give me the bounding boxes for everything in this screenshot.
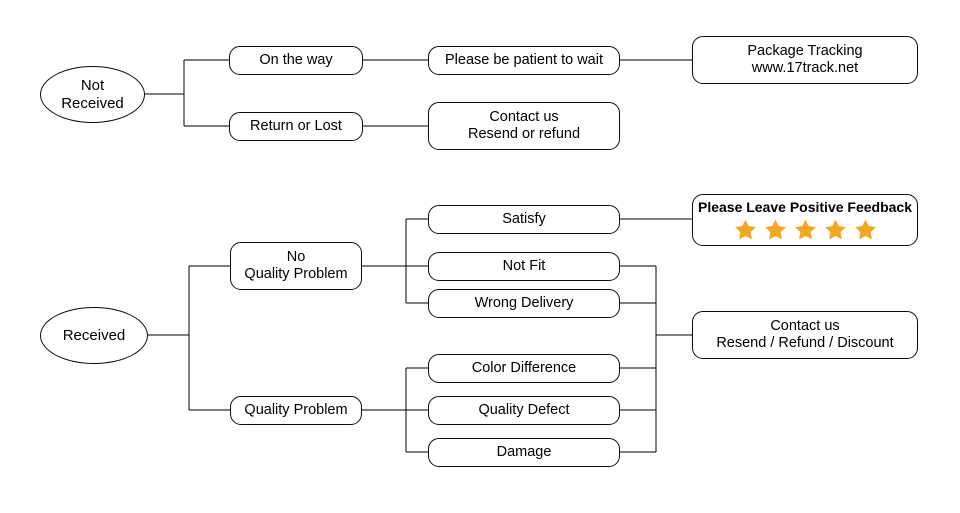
node-please-be-patient[interactable]: Please be patient to wait: [428, 46, 620, 75]
star-icon: [824, 219, 846, 240]
star-icon: [764, 219, 786, 240]
node-not-received-line2: Received: [61, 94, 124, 112]
node-not-fit-label: Not Fit: [502, 257, 546, 274]
node-no-quality-problem-line1: No: [286, 248, 306, 265]
node-wrong-delivery-label: Wrong Delivery: [474, 294, 574, 311]
node-positive-feedback[interactable]: Please Leave Positive Feedback: [692, 194, 918, 246]
node-contact-discount-line2: Resend / Refund / Discount: [716, 335, 894, 351]
node-contact-discount-line1: Contact us: [770, 317, 840, 334]
node-not-received-line1: Not: [80, 76, 105, 94]
node-no-quality-problem-line2: Quality Problem: [244, 266, 348, 282]
node-quality-defect[interactable]: Quality Defect: [428, 396, 620, 425]
node-quality-defect-label: Quality Defect: [478, 401, 570, 418]
node-contact-resend-refund-line2: Resend or refund: [467, 126, 581, 142]
node-contact-resend-refund-discount[interactable]: Contact us Resend / Refund / Discount: [692, 311, 918, 359]
node-received[interactable]: Received: [40, 307, 148, 364]
node-color-difference-label: Color Difference: [471, 359, 577, 376]
node-satisfy[interactable]: Satisfy: [428, 205, 620, 234]
node-on-the-way[interactable]: On the way: [229, 46, 363, 75]
node-not-received[interactable]: Not Received: [40, 66, 145, 123]
node-return-or-lost-label: Return or Lost: [250, 117, 342, 134]
node-quality-problem-label: Quality Problem: [244, 401, 348, 418]
node-color-difference[interactable]: Color Difference: [428, 354, 620, 383]
node-return-or-lost[interactable]: Return or Lost: [229, 112, 363, 141]
star-icon: [734, 219, 756, 240]
node-damage-label: Damage: [496, 443, 552, 460]
node-please-be-patient-label: Please be patient to wait: [445, 51, 603, 68]
node-package-tracking[interactable]: Package Tracking www.17track.net: [692, 36, 918, 84]
node-package-tracking-url: www.17track.net: [751, 60, 859, 76]
star-icon: [794, 219, 816, 240]
node-no-quality-problem[interactable]: No Quality Problem: [230, 242, 362, 290]
node-wrong-delivery[interactable]: Wrong Delivery: [428, 289, 620, 318]
node-package-tracking-line1: Package Tracking: [747, 42, 863, 59]
node-received-label: Received: [62, 326, 126, 344]
node-positive-feedback-label: Please Leave Positive Feedback: [697, 198, 912, 215]
node-contact-resend-refund-line1: Contact us: [489, 108, 559, 125]
star-icon: [854, 219, 876, 240]
node-quality-problem[interactable]: Quality Problem: [230, 396, 362, 425]
node-not-fit[interactable]: Not Fit: [428, 252, 620, 281]
node-damage[interactable]: Damage: [428, 438, 620, 467]
star-rating: [734, 218, 877, 241]
node-on-the-way-label: On the way: [259, 51, 333, 68]
node-satisfy-label: Satisfy: [502, 210, 546, 227]
node-contact-resend-refund[interactable]: Contact us Resend or refund: [428, 102, 620, 150]
